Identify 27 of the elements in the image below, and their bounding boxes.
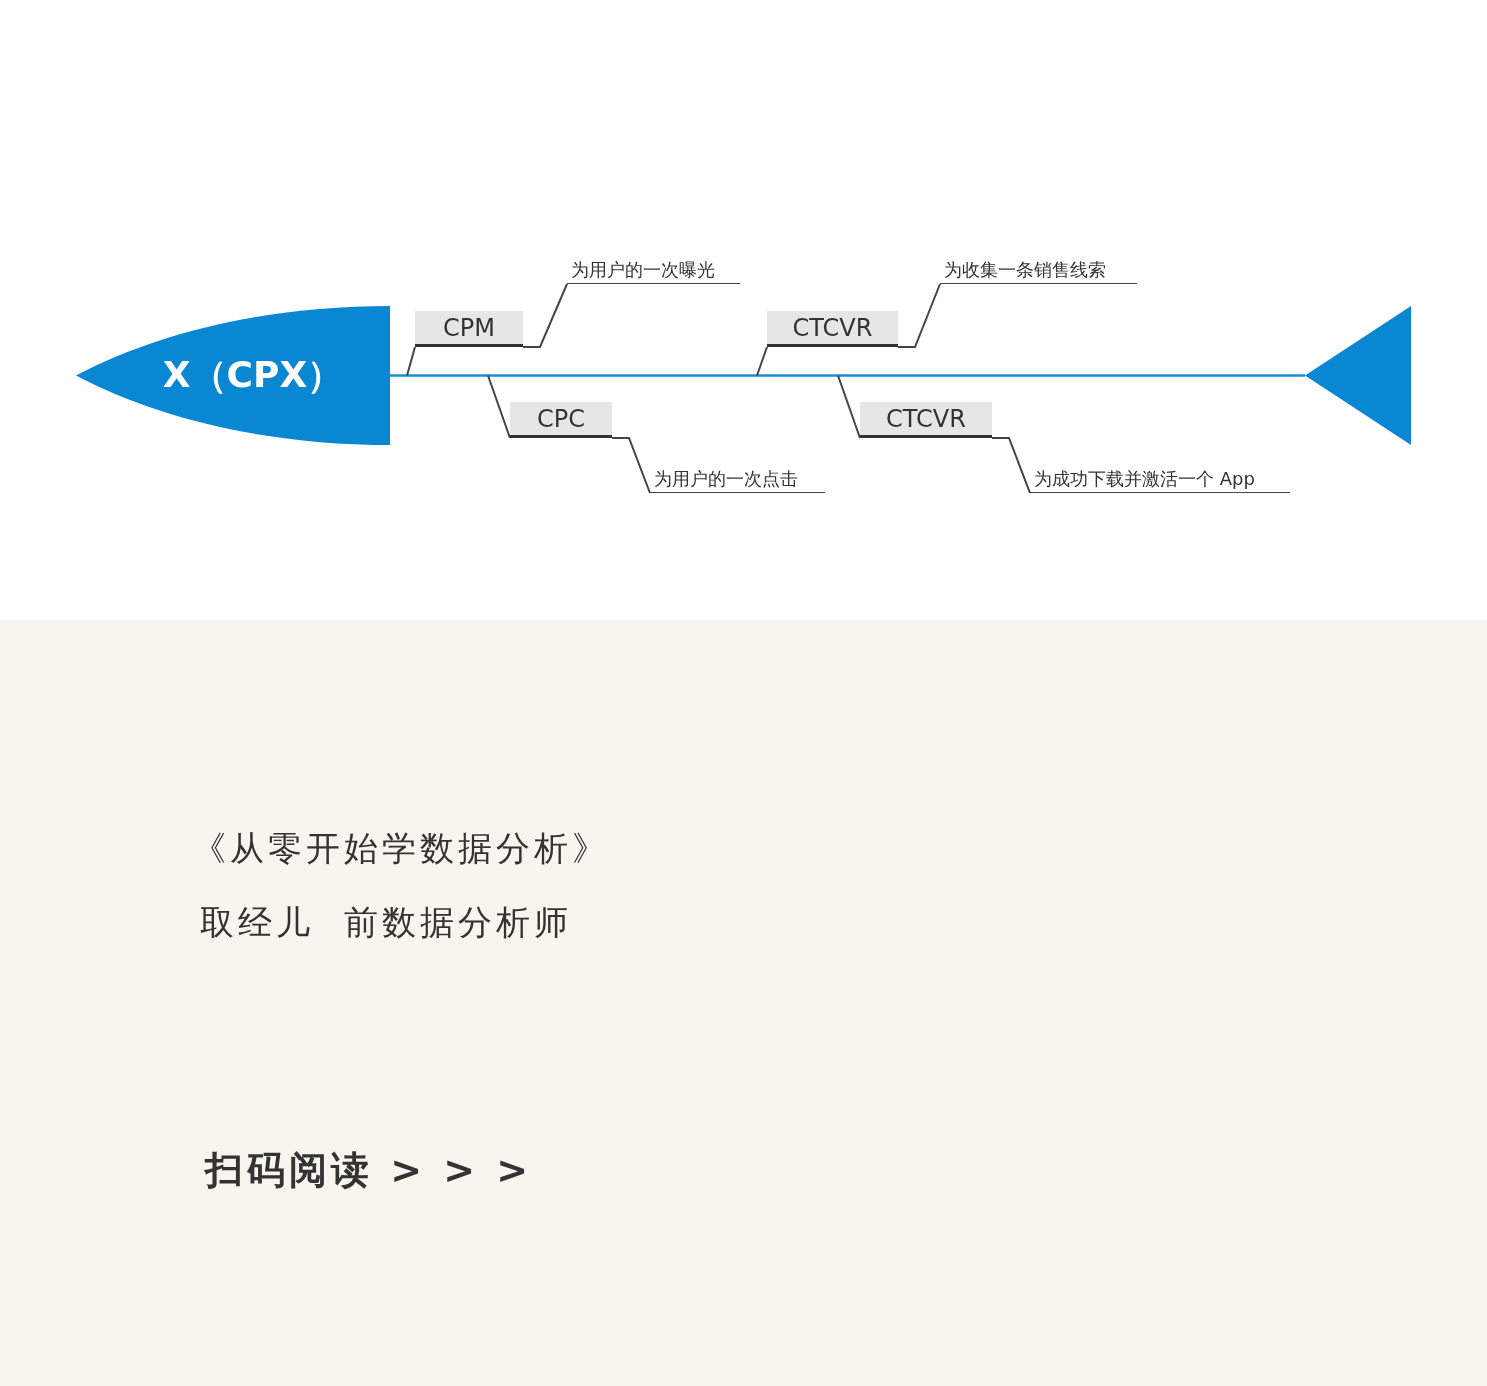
author-line: 取经儿 前数据分析师 — [200, 901, 572, 944]
cause-text: 为用户的一次曝光 — [571, 257, 715, 282]
fish-bone — [837, 374, 861, 439]
category-label: CPM — [443, 313, 495, 342]
fish-head — [76, 306, 390, 445]
category-label: CTCVR — [886, 404, 966, 433]
fish-bone — [406, 346, 416, 377]
category-box — [415, 311, 523, 347]
category-box — [767, 311, 898, 347]
fish-tail — [1305, 306, 1411, 445]
effect-label: X（CPX） — [162, 353, 344, 397]
leader-line — [991, 437, 1031, 494]
scan-to-read-text: 扫码阅读 > > > — [205, 1147, 533, 1194]
leader-line — [897, 283, 941, 348]
category-label: CTCVR — [792, 313, 873, 342]
cause-text: 为成功下载并激活一个 App — [1034, 466, 1255, 491]
leader-line — [611, 437, 651, 494]
cause-text: 为收集一条销售线索 — [944, 257, 1106, 282]
fish-spine — [390, 374, 1305, 377]
category-box — [860, 402, 992, 438]
cause-text: 为用户的一次点击 — [654, 466, 798, 491]
fish-bone — [487, 374, 511, 439]
category-label: CPC — [537, 404, 585, 433]
book-title: 《从零开始学数据分析》 — [192, 827, 610, 870]
category-box — [510, 402, 612, 438]
fish-bone — [756, 346, 768, 377]
leader-line — [522, 283, 568, 348]
